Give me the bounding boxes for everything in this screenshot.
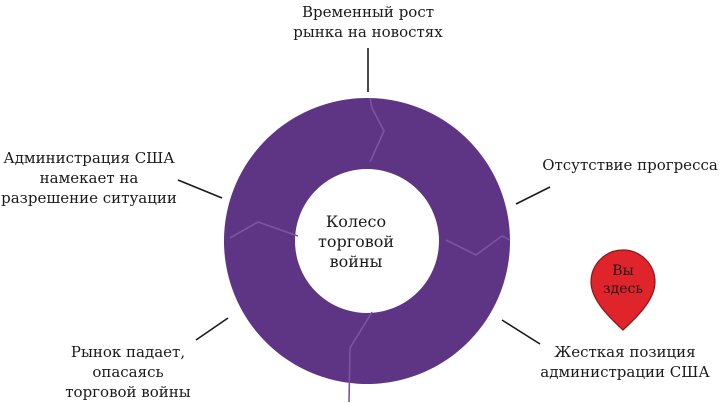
you-are-here-label: Вы здесь: [602, 263, 643, 297]
leader-left: [177, 179, 223, 199]
wheel-segment-seams: [229, 97, 511, 403]
you-are-here-pin-icon: [590, 249, 656, 331]
seam-left: [229, 221, 299, 239]
seam-bottom: [348, 311, 373, 403]
wheel-center-label: Колесо торговой войны: [317, 212, 395, 271]
leader-bl: [195, 317, 229, 341]
seam-right: [445, 235, 511, 256]
stage-label-top: Временный рост рынка на новостях: [293, 3, 443, 41]
stage-label-right: Отсутствие прогресса: [542, 156, 718, 174]
seam-top: [369, 97, 385, 163]
leader-right: [515, 186, 551, 205]
stage-label-bottom-left: Рынок падает, опасаясь торговой войны: [65, 343, 191, 401]
leader-br: [501, 319, 541, 345]
stage-label-left: Администрация США намекает на разрешение…: [1, 149, 177, 207]
stage-label-bottom-right: Жесткая позиция администрации США: [540, 343, 710, 381]
wheel-ring: [223, 98, 510, 384]
leader-lines: [177, 48, 551, 345]
